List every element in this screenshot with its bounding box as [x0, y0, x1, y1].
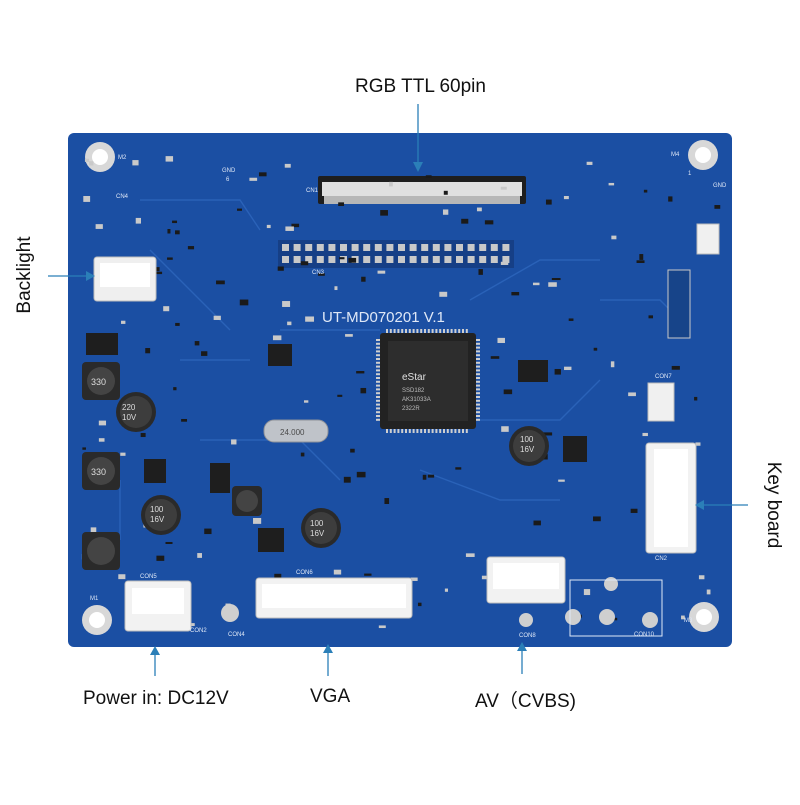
capacitor-100-right: 100 16V [509, 426, 549, 466]
crystal-oscillator [263, 419, 329, 443]
chip-line-2: AK31033A [402, 397, 431, 403]
power-in-label: Power in: DC12V [83, 688, 229, 709]
svg-text:CON4: CON4 [228, 632, 245, 638]
pin-pads [282, 244, 510, 263]
capacitor-100-bottom: 100 16V [301, 508, 341, 548]
key-board-label: Key board [763, 461, 784, 549]
svg-text:CON8: CON8 [519, 633, 536, 639]
svg-text:M3: M3 [684, 618, 693, 624]
svg-text:16V: 16V [150, 515, 165, 524]
svg-text:220: 220 [122, 403, 136, 412]
top-right-connector [696, 223, 720, 255]
capacitor-100-left: 100 16V [141, 495, 181, 535]
right-pin-header [667, 269, 691, 339]
svg-text:CON7: CON7 [655, 374, 672, 380]
inductor-right [232, 486, 262, 516]
svg-text:330: 330 [91, 377, 106, 387]
svg-text:GND: GND [713, 183, 727, 189]
capacitor-220: 220 10V [116, 392, 156, 432]
inductor-mid: 330 [82, 452, 120, 490]
board-model-text: UT-MD070201 V.1 [322, 309, 445, 326]
rgb-ttl-label: RGB TTL 60pin [355, 76, 486, 97]
con7-header [647, 382, 675, 422]
connector-pins [324, 196, 520, 204]
round-pads [221, 577, 658, 628]
svg-text:GND: GND [222, 168, 236, 174]
inductor-bottom [82, 532, 120, 570]
svg-text:CN4: CN4 [116, 194, 129, 200]
callout-lines [48, 104, 748, 676]
via-dots [81, 156, 721, 631]
svg-text:1: 1 [688, 171, 692, 177]
small-ics [86, 333, 587, 552]
pin-header [278, 240, 514, 268]
svg-text:CN1: CN1 [306, 188, 319, 194]
svg-text:CN3: CN3 [312, 270, 325, 276]
svg-text:M4: M4 [671, 152, 680, 158]
av-label: AV（CVBS) [475, 691, 577, 712]
svg-text:CN2: CN2 [655, 556, 668, 562]
silkscreen-labels: M2 M4 M1 M3 GND GND 6 1 CN1 CN2 CN3 CN4 … [90, 152, 727, 639]
svg-text:6: 6 [226, 177, 230, 183]
svg-text:M2: M2 [118, 155, 127, 161]
svg-text:CON2: CON2 [190, 628, 207, 634]
chip-line-1: SSD182 [402, 388, 425, 394]
svg-text:16V: 16V [310, 529, 325, 538]
backlight-label: Backlight [14, 236, 35, 314]
con10-outline [569, 579, 663, 637]
chip-brand-label: eStar [402, 372, 427, 383]
chip-pins [376, 329, 480, 433]
vga-label: VGA [310, 686, 351, 707]
svg-text:10V: 10V [122, 413, 137, 422]
svg-text:100: 100 [150, 505, 164, 514]
arrow-icon [86, 162, 704, 655]
crystal-label: 24.000 [280, 428, 305, 437]
svg-text:330: 330 [91, 467, 106, 477]
svg-text:16V: 16V [520, 445, 535, 454]
svg-text:100: 100 [520, 435, 534, 444]
svg-text:CON6: CON6 [296, 570, 313, 576]
svg-text:CON5: CON5 [140, 574, 157, 580]
chip-line-3: 2322R [402, 406, 420, 412]
svg-text:M1: M1 [90, 596, 99, 602]
inductor-top: 330 [82, 362, 120, 400]
mounting-hole-icon [82, 140, 719, 635]
svg-text:CON10: CON10 [634, 632, 655, 638]
svg-text:100: 100 [310, 519, 324, 528]
